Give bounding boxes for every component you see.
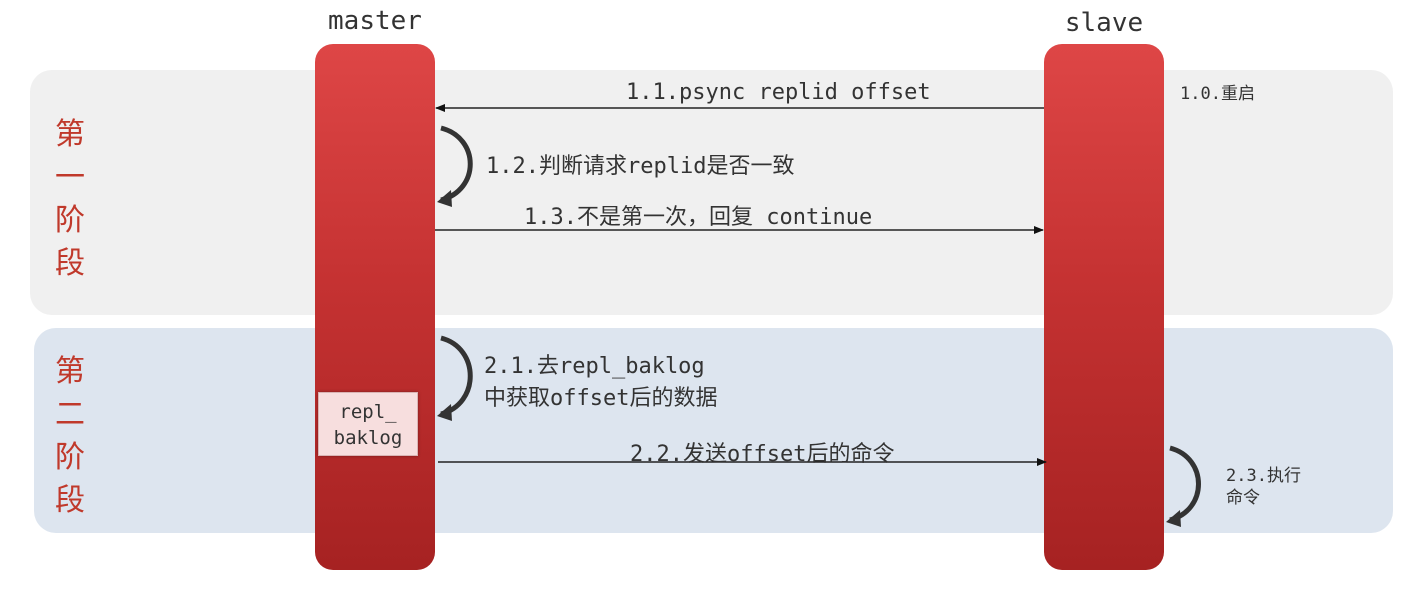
arrow-2-1-loop — [440, 335, 473, 417]
phase1-label: 第 一 阶 段 — [40, 113, 100, 285]
phase1-char: 第 — [55, 117, 85, 152]
step-2-3-label-line1: 2.3.执行 — [1226, 466, 1301, 486]
slave-title: slave — [1064, 8, 1144, 38]
phase2-panel — [34, 328, 1393, 533]
phase2-char: 阶 — [55, 440, 85, 475]
arrow-1-2-loop — [440, 125, 473, 203]
arrow-2-3-head — [1166, 510, 1181, 527]
arrow-2-3-loop — [1169, 445, 1201, 523]
step-2-1-label-line2: 中获取offset后的数据 — [484, 386, 718, 411]
arrow-1-2-head — [437, 190, 452, 207]
master-lifeline — [315, 44, 435, 570]
phase2-char: 二 — [55, 397, 85, 432]
step-2-2-label: 2.2.发送offset后的命令 — [630, 442, 895, 467]
repl-backlog-box: repl_ baklog — [318, 392, 418, 456]
step-1-3-label: 1.3.不是第一次，回复 continue — [524, 205, 873, 230]
step-1-1-label: 1.1.psync replid offset — [626, 80, 931, 105]
master-title: master — [328, 6, 422, 36]
phase1-char: 一 — [55, 160, 85, 195]
slave-lifeline — [1044, 44, 1164, 570]
step-1-2-label: 1.2.判断请求replid是否一致 — [486, 154, 795, 179]
step-2-1-label-line1: 2.1.去repl_baklog — [484, 354, 705, 379]
backlog-label-line2: baklog — [333, 427, 403, 449]
phase1-panel — [30, 70, 1393, 315]
phase1-char: 段 — [55, 246, 85, 281]
phase2-char: 第 — [55, 354, 85, 389]
step-1-0-label: 1.0.重启 — [1180, 84, 1255, 104]
phase2-label: 第 二 阶 段 — [40, 350, 100, 522]
step-2-3-label-line2: 命令 — [1226, 488, 1260, 508]
backlog-label-line1: repl_ — [339, 401, 397, 423]
phase2-char: 段 — [55, 483, 85, 518]
arrow-2-1-head — [437, 404, 452, 421]
phase1-char: 阶 — [55, 203, 85, 238]
